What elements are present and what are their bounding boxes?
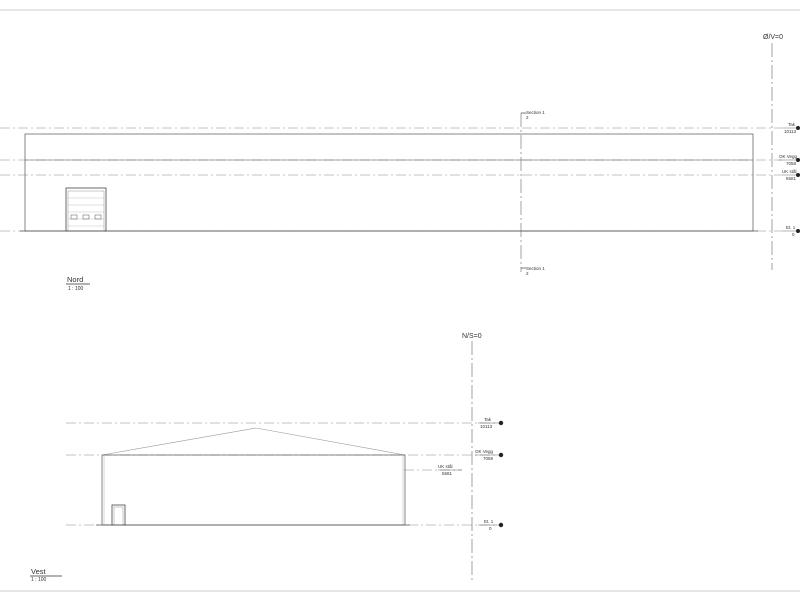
level-elevation: 7058: [786, 161, 797, 166]
level-elevation: 0: [489, 526, 492, 531]
view-title-vest: Vest 1 : 100: [30, 567, 62, 583]
level-head-tak: Tak 10113: [782, 122, 800, 134]
level-marker-icon: [796, 158, 800, 162]
level-head-uk-stal: UK stål 5581: [782, 168, 800, 181]
level-elevation: 10113: [784, 129, 797, 134]
level-head-et1: Et. 1 0: [478, 519, 504, 531]
west-elevation: N/S=0 Tak 10113 OK Vegg 7058: [30, 333, 504, 583]
level-name: Tak: [788, 122, 796, 127]
north-facade-outline: [24, 133, 754, 232]
level-elevation: 7058: [483, 456, 494, 461]
level-name: Et. 1: [484, 519, 494, 524]
level-marker-icon: [796, 173, 800, 177]
level-name: UK stål: [438, 463, 453, 469]
level-marker-icon: [796, 229, 800, 233]
level-head-ok-vegg: OK Vegg 7058: [779, 154, 800, 166]
north-elevation: Ø/V=0 Section 1 2: [0, 34, 800, 292]
level-head-ok-vegg: OK Vegg 7058: [475, 449, 504, 461]
view-title: Nord: [67, 275, 83, 284]
level-name: OK Vegg: [475, 449, 494, 454]
level-elevation: 0: [792, 232, 795, 237]
level-marker-icon: [498, 452, 504, 458]
level-elevation: 5581: [442, 471, 453, 476]
section-top-name: Section 1: [526, 110, 545, 115]
level-elevation: 10113: [480, 424, 493, 429]
grid-label-ov: Ø/V=0: [763, 34, 783, 41]
west-gable-roof: [101, 427, 406, 456]
level-name: OK Vegg: [779, 154, 798, 159]
level-head-et1: Et. 1 0: [782, 225, 800, 237]
level-marker-icon: [498, 522, 504, 528]
level-marker-icon: [498, 420, 504, 426]
view-title-nord: Nord 1 : 100: [66, 275, 90, 292]
level-name: UK stål: [782, 168, 797, 174]
level-elevation: 5581: [786, 176, 797, 181]
level-head-uk-stal: UK stål 5581: [438, 463, 462, 476]
west-door: [111, 504, 126, 526]
section-marker-bottom: Section 1 2: [521, 266, 545, 276]
view-scale: 1 : 100: [31, 577, 47, 583]
level-name: Tak: [484, 417, 492, 422]
view-scale: 1 : 100: [68, 286, 84, 292]
level-marker-icon: [796, 126, 800, 130]
section-bottom-number: 2: [526, 271, 529, 276]
view-title: Vest: [31, 567, 47, 576]
level-head-tak: Tak 10113: [478, 417, 504, 429]
level-name: Et. 1: [786, 225, 796, 230]
section-bottom-name: Section 1: [526, 266, 545, 271]
section-marker-top: Section 1 2: [521, 110, 545, 120]
section-top-number: 2: [526, 115, 529, 120]
west-facade-outline: [101, 454, 406, 526]
grid-label-ns: N/S=0: [462, 333, 482, 340]
garage-door: [65, 187, 107, 232]
